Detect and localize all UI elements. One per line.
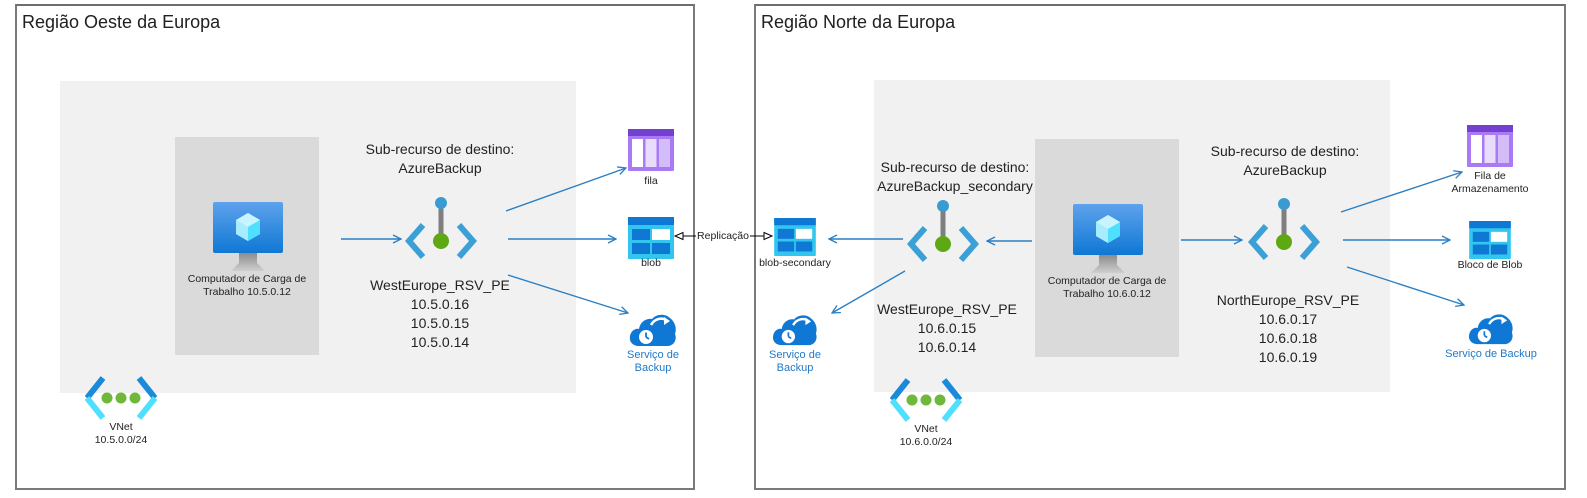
vnet-icon <box>85 374 157 422</box>
endpoint-subresource: Sub-recurso de destino: AzureBackup <box>1210 143 1360 178</box>
blob-secondary-label: blob-secondary <box>759 257 831 269</box>
backup-service-icon <box>1468 308 1514 346</box>
virtual-machine-icon <box>212 201 284 273</box>
endpoint-details: NorthEurope_RSV_PE 10.6.0.17 10.6.0.18 1… <box>1216 292 1360 365</box>
blob-storage-icon <box>1467 221 1513 259</box>
region-title: Região Oeste da Europa <box>22 12 221 32</box>
private-endpoint-icon <box>905 196 981 272</box>
queue-label: fila <box>644 175 658 187</box>
blob-storage-icon <box>628 217 674 259</box>
backup-service-icon <box>629 308 677 348</box>
secondary-endpoint-details: WestEurope_RSV_PE 10.6.0.15 10.6.0.14 <box>877 301 1017 355</box>
virtual-machine-icon <box>1072 203 1144 275</box>
vm-label: Computador de Carga de Trabalho 10.5.0.1… <box>187 273 307 298</box>
blob-storage-icon <box>772 218 818 256</box>
vnet-label: VNet 10.6.0.0/24 <box>899 423 953 448</box>
endpoint-details: WestEurope_RSV_PE 10.5.0.16 10.5.0.15 10… <box>370 277 510 350</box>
private-endpoint-icon <box>1246 194 1322 270</box>
region-title: Região Norte da Europa <box>761 12 956 32</box>
vm-label: Computador de Carga de Trabalho 10.6.0.1… <box>1047 275 1167 300</box>
queue-label: Fila de Armazenamento <box>1451 170 1529 195</box>
backup-service-label: Serviço de Backup <box>769 349 821 374</box>
blob-label: blob <box>641 257 661 269</box>
backup-service-label: Serviço de Backup <box>1445 348 1537 360</box>
endpoint-subresource: Sub-recurso de destino: AzureBackup <box>365 141 515 176</box>
backup-service-icon <box>772 309 818 347</box>
storage-queue-icon <box>628 129 674 171</box>
blob-label: Bloco de Blob <box>1457 259 1523 271</box>
secondary-endpoint-subresource: Sub-recurso de destino: AzureBackup_seco… <box>877 159 1033 194</box>
vnet-label: VNet 10.5.0.0/24 <box>94 421 148 446</box>
replication-label: Replicação <box>697 230 749 243</box>
storage-queue-icon <box>1467 125 1513 167</box>
backup-service-label: Serviço de Backup <box>627 349 679 374</box>
private-endpoint-icon <box>403 193 479 269</box>
vnet-icon <box>890 376 962 424</box>
